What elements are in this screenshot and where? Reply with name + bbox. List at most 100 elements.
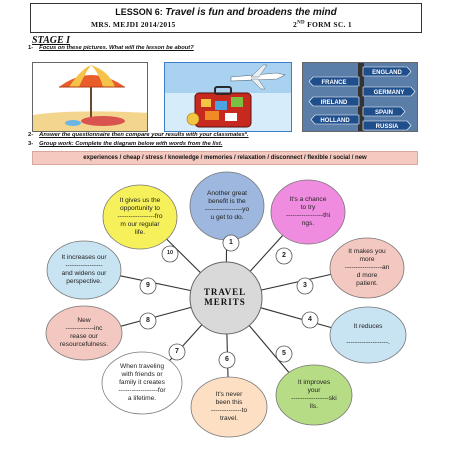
merit-bubble-line: your [307,386,321,394]
sign-label: GERMANY [374,90,405,96]
question-number: 2- [28,132,34,138]
merit-bubble-8 [45,305,123,361]
merit-bubble-line: -------------------. [346,339,390,347]
merit-bubble-line: with friends or [121,370,163,378]
center-label-line: MERITS [204,297,246,307]
merit-bubble-line: It makes you [348,247,386,255]
merit-bubble-line: family it creates [119,378,165,386]
bubble-number: 2 [282,251,286,259]
merit-bubble-line: -----------------thi [285,212,331,219]
teacher-name: MRS. MEJDI 2014/2015 [91,20,176,29]
lesson-header: LESSON 6: Travel is fun and broadens the… [30,3,422,33]
merit-bubble-line: It's never [215,390,243,398]
merit-bubble-line: It increases our [61,253,107,261]
bubble-number: 9 [146,281,150,289]
bubble-number-circle [301,311,319,329]
merit-bubble-7 [101,351,183,415]
bubble-number: 5 [282,349,286,357]
bubble-number-circle [139,277,157,295]
merit-bubble-line: New [77,316,91,324]
merit-bubble-line: It's a chance [289,195,327,203]
sign-label: ENGLAND [372,70,402,76]
bubble-number-circle [161,245,179,263]
merit-bubble-4 [329,306,407,364]
merit-bubble-line: -----------------fro [117,212,163,220]
question-text: Group work: Complete the diagram below w… [39,141,223,147]
bubble-number: 7 [175,347,179,355]
sign-label: FRANCE [322,80,347,86]
merit-bubble-line: It reduces [353,322,383,330]
bubble-number: 4 [308,315,312,323]
sign-board [362,106,406,117]
question-3: 3-Group work: Complete the diagram below… [28,141,222,147]
merit-bubble-line: perspective. [66,278,102,286]
bubble-number: 10 [166,249,174,256]
merit-bubble-line: been this [215,398,243,406]
merit-bubble-line: It improves [297,378,331,386]
lesson-title-text: Travel is fun and broadens the mind [165,7,337,18]
bubble-number-circle [275,247,293,265]
sign-board [308,96,360,107]
merit-bubble-line: m our regular [120,221,160,229]
merit-bubble-line: --------------to [210,407,248,414]
beach-umbrella-icon [33,63,147,131]
question-number: 1- [28,45,34,51]
merit-bubble-9 [46,240,122,300]
sign-board [310,114,360,125]
merit-bubble-line: -------------inc [65,324,103,332]
sign-label: HOLLAND [320,118,350,124]
sign-board [362,86,416,97]
merit-bubble-10 [102,184,178,250]
bubble-number: 8 [146,316,150,324]
merit-bubble-line: more [359,255,375,263]
merit-bubble-5 [275,364,353,426]
bubble-number-circle [168,343,186,361]
merit-bubble-line: travel. [220,415,238,423]
merit-bubble-line: and widens our [61,270,107,277]
form-label: FORM SC. 1 [307,20,352,29]
question-1: 1- Focus on these pictures. What will the… [28,45,194,51]
suitcase-picture [164,62,292,132]
sign-label: RUSSIA [376,124,399,130]
merit-bubble-line: lls. [309,403,319,411]
center-circle [189,261,263,335]
merit-bubble-line: -----------------an [344,263,390,271]
bubble-number: 3 [303,281,307,289]
beach-picture [32,62,148,132]
sign-board [308,76,360,87]
merit-bubble-line: rease our [70,333,98,340]
bubble-number-circle [275,345,293,363]
merit-bubble-3 [329,237,405,299]
merit-bubble-line: It gives us the [119,196,161,204]
merit-bubble-line: Another great [207,189,247,197]
sign-label: IRELAND [321,100,348,106]
merit-bubble-2 [270,179,346,245]
sign-board [362,120,412,131]
bubble-number-circle [139,312,157,330]
merit-bubble-line: life. [134,229,146,237]
question-text: Focus on these pictures. What will the l… [39,45,194,51]
center-label-line: TRAVEL [203,287,247,297]
merit-bubble-line: ------------------for [118,387,166,395]
merit-bubble-line: ----------------- [65,261,103,269]
merit-bubble-line: When traveling [120,362,164,370]
center-label: TRAVEL MERITS [190,287,260,307]
country-signpost-icon: ENGLAND FRANCE GERMANY IRELAND SPAIN HOLLAND R… [303,63,417,131]
stage-heading: STAGE I [32,35,71,46]
merit-bubble-line: benefit is the [208,197,246,205]
merit-bubble-line: to try [300,203,316,211]
class-form: 2ND FORM SC. 1 [293,20,352,29]
sign-label: SPAIN [375,110,393,116]
bubble-number-circle [222,234,240,252]
merit-bubble-text: It reduces -------------------. [335,323,402,348]
bubble-number: 6 [225,355,229,363]
merit-bubble-line: opportunity to [120,204,160,212]
lesson-number: LESSON 6: [115,7,163,17]
bubble-number-circle [296,277,314,295]
